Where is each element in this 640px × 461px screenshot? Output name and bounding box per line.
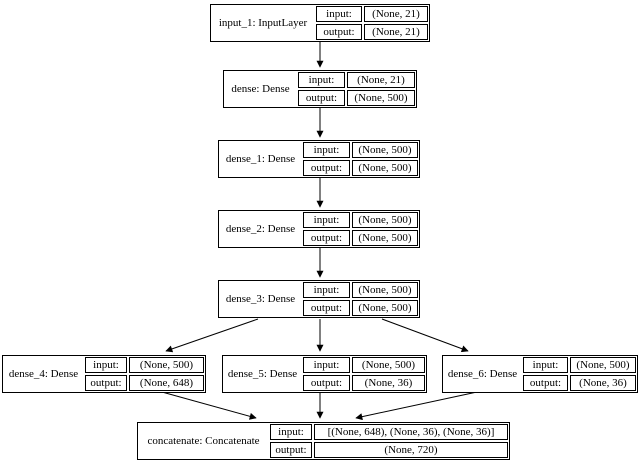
output-label: output: bbox=[298, 90, 345, 106]
input-shape: (None, 500) bbox=[352, 212, 418, 228]
node-concatenate: concatenate: Concatenate input: [(None, … bbox=[137, 422, 510, 460]
output-shape: (None, 36) bbox=[570, 375, 636, 391]
edge-dense6-concatenate bbox=[355, 391, 478, 421]
output-shape: (None, 500) bbox=[352, 160, 418, 176]
node-title: dense_6: Dense bbox=[447, 368, 518, 380]
output-shape: (None, 500) bbox=[352, 300, 418, 316]
input-label: input: bbox=[303, 212, 350, 228]
node-title: dense_3: Dense bbox=[225, 293, 296, 305]
input-label: input: bbox=[298, 72, 345, 88]
input-shape: (None, 500) bbox=[352, 282, 418, 298]
node-title: dense_5: Dense bbox=[227, 368, 298, 380]
edge-dense3-dense6 bbox=[381, 318, 469, 353]
node-title: dense_1: Dense bbox=[225, 153, 296, 165]
input-shape: (None, 500) bbox=[129, 357, 204, 373]
input-label: input: bbox=[85, 357, 127, 373]
edge-dense4-concatenate bbox=[161, 391, 257, 420]
node-dense-6: dense_6: Dense input: (None, 500) output… bbox=[442, 355, 638, 393]
output-label: output: bbox=[303, 230, 350, 246]
node-dense-3: dense_3: Dense input: (None, 500) output… bbox=[218, 280, 420, 318]
input-label: input: bbox=[270, 424, 312, 440]
node-title: dense_2: Dense bbox=[225, 223, 296, 235]
output-label: output: bbox=[523, 375, 568, 391]
input-label: input: bbox=[316, 6, 362, 22]
input-label: input: bbox=[303, 282, 350, 298]
output-shape: (None, 500) bbox=[352, 230, 418, 246]
node-dense-2: dense_2: Dense input: (None, 500) output… bbox=[218, 210, 420, 248]
node-dense-1: dense_1: Dense input: (None, 500) output… bbox=[218, 140, 420, 178]
input-shape: (None, 21) bbox=[347, 72, 415, 88]
input-shape: (None, 21) bbox=[364, 6, 428, 22]
output-shape: (None, 500) bbox=[347, 90, 415, 106]
node-title: input_1: InputLayer bbox=[218, 17, 308, 29]
input-label: input: bbox=[523, 357, 568, 373]
node-title: dense_4: Dense bbox=[8, 368, 79, 380]
node-input-1: input_1: InputLayer input: (None, 21) ou… bbox=[210, 4, 430, 42]
input-shape: (None, 500) bbox=[352, 357, 425, 373]
output-label: output: bbox=[303, 375, 350, 391]
node-title: dense: Dense bbox=[231, 83, 290, 95]
node-dense: dense: Dense input: (None, 21) output: (… bbox=[223, 70, 417, 108]
output-shape: (None, 36) bbox=[352, 375, 425, 391]
output-label: output: bbox=[316, 24, 362, 40]
node-dense-4: dense_4: Dense input: (None, 500) output… bbox=[2, 355, 206, 393]
node-dense-5: dense_5: Dense input: (None, 500) output… bbox=[222, 355, 427, 393]
input-shape: (None, 500) bbox=[570, 357, 636, 373]
edge-dense3-dense4 bbox=[165, 318, 259, 353]
node-title: concatenate: Concatenate bbox=[147, 435, 260, 447]
input-shape: (None, 500) bbox=[352, 142, 418, 158]
input-shape: [(None, 648), (None, 36), (None, 36)] bbox=[314, 424, 508, 440]
output-label: output: bbox=[303, 300, 350, 316]
input-label: input: bbox=[303, 142, 350, 158]
output-shape: (None, 648) bbox=[129, 375, 204, 391]
output-shape: (None, 21) bbox=[364, 24, 428, 40]
output-label: output: bbox=[85, 375, 127, 391]
output-label: output: bbox=[303, 160, 350, 176]
output-shape: (None, 720) bbox=[314, 442, 508, 458]
input-label: input: bbox=[303, 357, 350, 373]
output-label: output: bbox=[270, 442, 312, 458]
